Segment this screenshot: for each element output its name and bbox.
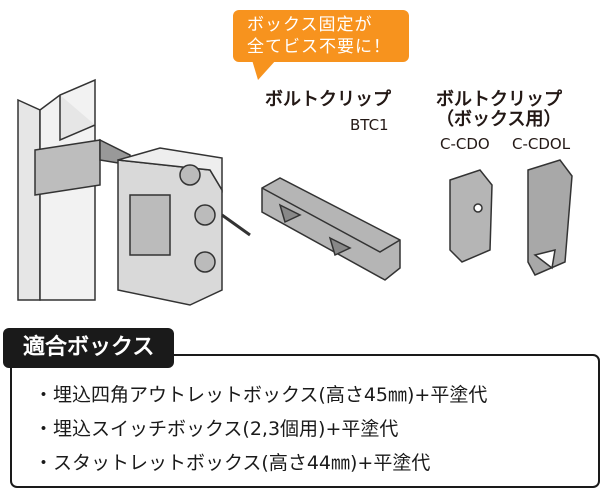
compatible-title: 適合ボックス	[3, 328, 174, 368]
product1-name: ボルトクリップ	[265, 89, 391, 110]
feature-callout: ボックス固定が 全てビス不要に！	[233, 10, 409, 62]
product-illustrations	[17, 78, 573, 306]
callout-line-1: ボックス固定が	[247, 15, 373, 35]
stud-and-box-illustration	[17, 78, 251, 306]
callout-tail	[252, 60, 276, 80]
compatible-item: ・埋込四角アウトレットボックス(高さ45㎜)+平塗代	[34, 384, 488, 406]
btc1-clip-illustration	[261, 177, 401, 281]
product2-name: ボルトクリップ	[436, 89, 562, 110]
product2-model-1: C-CDO	[440, 135, 490, 153]
callout-line-2: 全てビス不要に！	[247, 37, 391, 57]
c-cdo-clip-illustration	[449, 169, 493, 263]
product1-model: BTC1	[350, 116, 389, 134]
c-cdol-clip-illustration	[527, 159, 573, 276]
compatible-item: ・スタットレットボックス(高さ44㎜)+平塗代	[34, 452, 431, 474]
product2-sub: （ボックス用）	[436, 109, 562, 130]
compatible-box	[10, 354, 600, 488]
product2-model-2: C-CDOL	[512, 135, 571, 153]
compatible-item: ・埋込スイッチボックス(2,3個用)+平塗代	[34, 418, 399, 440]
